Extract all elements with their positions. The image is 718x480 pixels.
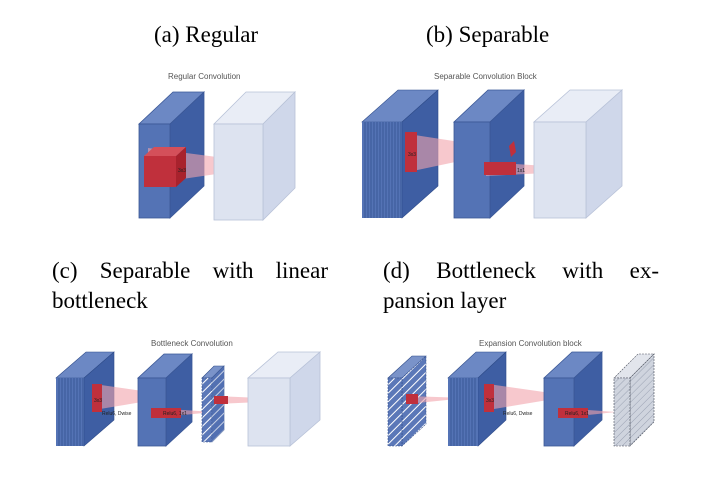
middle-tensor: [136, 353, 194, 447]
depthwise-projection: [94, 384, 178, 410]
panel-b: 3x3 1x1: [361, 89, 624, 219]
middle-tensor: [452, 89, 526, 219]
pointwise-kernel: [558, 408, 588, 418]
output-tensor: [213, 91, 296, 221]
panel-d: 3x3 Relu6, Dwise Relu6, 1x1: [387, 351, 655, 447]
caption-c-line1: (c) Separable with linear: [52, 258, 328, 283]
output-tensor: [532, 89, 624, 219]
caption-b: (b) Separable: [426, 22, 550, 47]
output-tensor: [246, 351, 322, 447]
depthwise-kernel: [405, 132, 417, 172]
kernel-label: 3x3: [486, 398, 494, 404]
depthwise-projection: [488, 384, 572, 410]
dwise-label: Relu6, Dwise: [503, 411, 533, 417]
kernel-label: 3x3: [178, 168, 186, 174]
panel-a-title: Regular Convolution: [168, 72, 241, 81]
pointwise-kernel: [151, 408, 181, 418]
pointwise-label: Relu6, 1x1: [163, 411, 187, 417]
pointwise-kernel: [484, 162, 516, 175]
pointwise-label: 1x1: [517, 168, 525, 174]
dwise-label: Relu6, Dwise: [102, 411, 132, 417]
bottleneck-kernel: [214, 396, 228, 404]
middle-tensor: [542, 351, 604, 447]
caption-c-line2: bottleneck: [52, 288, 148, 313]
depthwise-output-mark: [509, 141, 516, 157]
pointwise-label: Relu6, 1x1: [565, 411, 589, 417]
panel-c-title: Bottleneck Convolution: [151, 339, 233, 348]
panel-c: 3x3 Relu6, Dwise Relu6, 1x1: [55, 351, 322, 447]
kernel-label: 3x3: [408, 152, 416, 158]
panel-a: 3x3: [137, 91, 296, 221]
caption-a: (a) Regular: [154, 22, 259, 47]
depthwise-kernel: [484, 384, 494, 412]
expansion-kernel: [406, 394, 418, 404]
panel-b-title: Separable Convolution Block: [434, 72, 537, 81]
panel-d-title: Expansion Convolution block: [479, 339, 582, 348]
output-bottleneck-tensor: [613, 353, 655, 447]
kernel-label: 3x3: [94, 398, 102, 404]
caption-d-line2: pansion layer: [383, 288, 507, 313]
caption-d-line1: (d) Bottleneck with ex-: [383, 258, 659, 283]
kernel-3x3: [144, 147, 186, 187]
depthwise-kernel: [92, 384, 102, 412]
